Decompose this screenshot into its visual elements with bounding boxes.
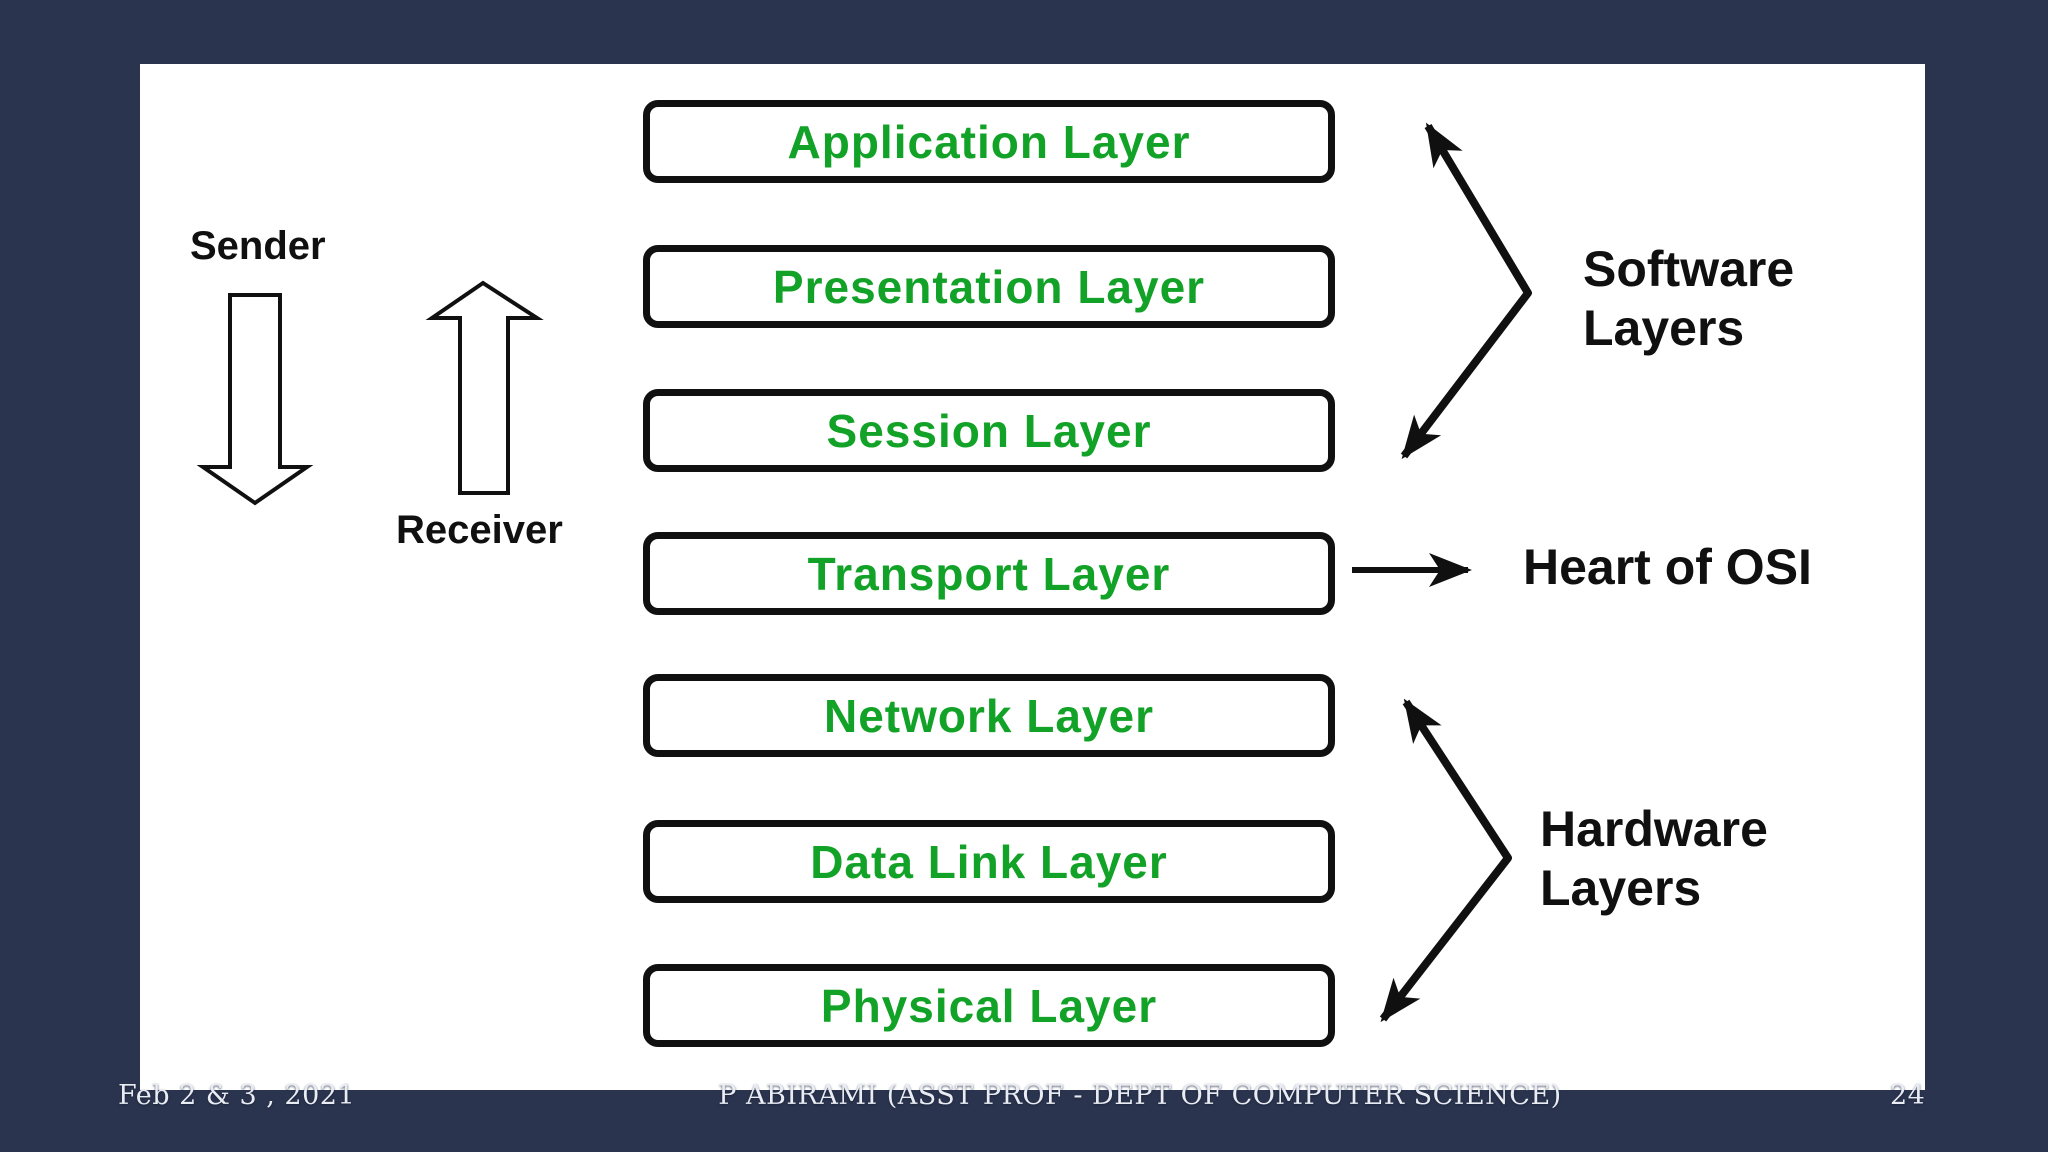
footer-date: Feb 2 & 3 , 2021 — [118, 1080, 356, 1111]
footer-author: P ABIRAMI (ASST PROF - DEPT OF COMPUTER … — [718, 1080, 1562, 1111]
layer-label-datalink: Data Link Layer — [810, 835, 1168, 888]
layer-box-physical: Physical Layer — [643, 964, 1335, 1047]
layer-label-presentation: Presentation Layer — [772, 260, 1206, 313]
heart-of-osi-label: Heart of OSI — [1523, 539, 1812, 595]
layer-label-network: Network Layer — [823, 689, 1154, 742]
footer-page-number: 24 — [1890, 1080, 1926, 1111]
software-layers-label: Software Layers — [1583, 241, 1795, 356]
layer-label-physical: Physical Layer — [820, 979, 1158, 1032]
layer-box-transport: Transport Layer — [643, 532, 1335, 615]
layer-label-session: Session Layer — [826, 404, 1152, 457]
sender-label: Sender — [190, 224, 326, 268]
layer-box-application: Application Layer — [643, 100, 1335, 183]
layer-label-application: Application Layer — [787, 115, 1191, 168]
hardware-layers-label: Hardware Layers — [1540, 801, 1768, 916]
layer-box-network: Network Layer — [643, 674, 1335, 757]
layer-label-transport: Transport Layer — [807, 547, 1171, 600]
layer-box-session: Session Layer — [643, 389, 1335, 472]
layer-box-presentation: Presentation Layer — [643, 245, 1335, 328]
layer-box-datalink: Data Link Layer — [643, 820, 1335, 903]
receiver-label: Receiver — [396, 508, 563, 552]
